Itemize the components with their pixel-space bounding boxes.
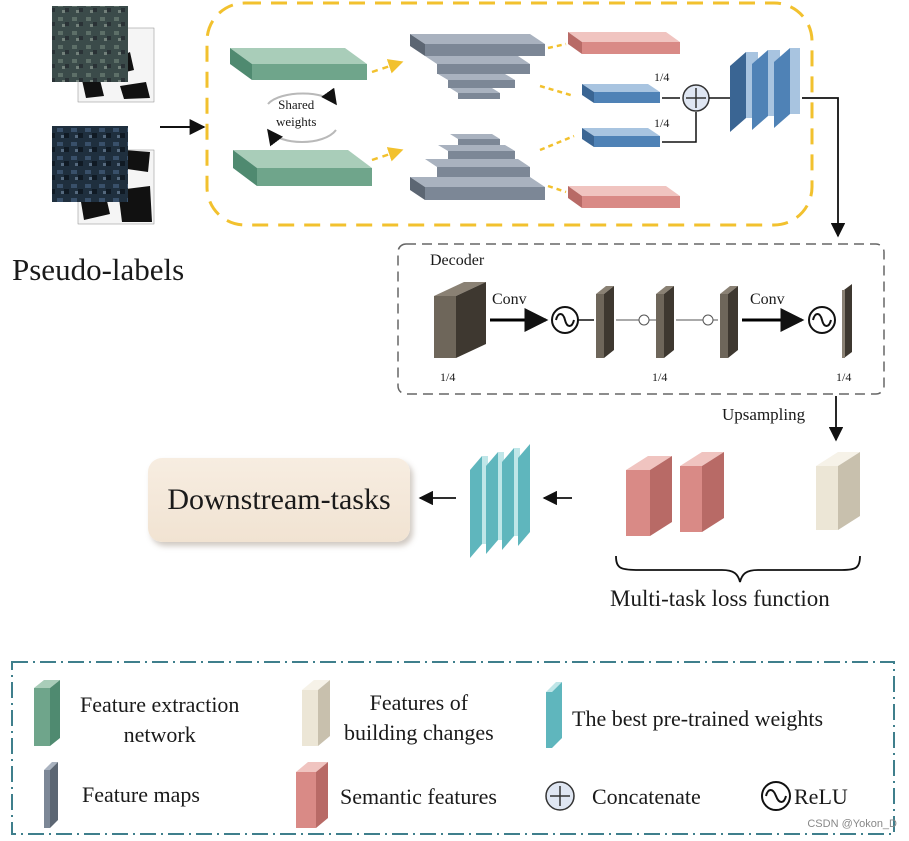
legend-concatenate: Concatenate [592, 784, 701, 809]
legend-feature-extraction-line1: Feature extraction [80, 692, 240, 717]
blue-slab-bottom [582, 128, 660, 147]
decoder-dashed-box [397, 243, 885, 395]
feature-pyramid-bottom [410, 134, 545, 200]
concat-line-2 [662, 112, 697, 143]
concatenate-node [682, 84, 710, 112]
downstream-tasks-label: Downstream-tasks [167, 483, 391, 516]
watermark: CSDN @Yokon_D [807, 818, 897, 830]
legend-feature-extraction-line2: network [123, 722, 196, 747]
quarter-label-bottom: 1/4 [654, 116, 670, 130]
shared-weights-line1: Shared [278, 97, 315, 112]
shared-weights-arc-top [267, 87, 337, 106]
encoder-dashed-box [205, 1, 814, 227]
conv-label-1: Conv [492, 291, 527, 308]
legend-feature-maps: Feature maps [82, 782, 200, 807]
legend-swatch-red [296, 762, 328, 828]
multi-task-loss-label: Multi-task loss function [610, 586, 830, 611]
quarter-label-decoder-3: 1/4 [836, 370, 852, 384]
legend-swatch-teal [546, 682, 562, 748]
encoder-slab-bottom [233, 150, 372, 186]
conv-label-2: Conv [750, 291, 785, 308]
legend-feature-extraction: Feature extraction network [80, 690, 239, 750]
relu-node-2 [808, 306, 836, 334]
pseudo-labels-label: Pseudo-labels [12, 252, 185, 287]
feature-pyramid-top [410, 34, 545, 99]
best-weights-stack [470, 444, 530, 558]
decoder-label: Decoder [430, 252, 485, 269]
decoder-block-large [434, 282, 486, 358]
yellow-arrow-4 [539, 84, 575, 98]
decoder-block-thin-1 [596, 286, 614, 358]
relu-node-1 [551, 306, 579, 334]
legend-swatch-beige [302, 680, 330, 746]
upsampling-label: Upsampling [722, 405, 806, 424]
shared-weights-arc-bottom [267, 128, 337, 147]
legend-building-changes: Features of building changes [344, 688, 494, 748]
quarter-label-top: 1/4 [654, 70, 670, 84]
legend-building-changes-line1: Features of [369, 690, 469, 715]
building-change-block [816, 452, 860, 530]
semantic-block-2 [680, 452, 724, 532]
loss-brace [615, 555, 861, 583]
legend-building-changes-line2: building changes [344, 720, 494, 745]
downstream-tasks-box: Downstream-tasks [148, 458, 410, 542]
legend-box [11, 661, 895, 835]
relu-node-small-2 [702, 314, 714, 326]
to-decoder-arrow [802, 97, 846, 238]
legend-concatenate-icon [545, 781, 575, 811]
shared-weights-line2: weights [276, 114, 317, 129]
yellow-arrow-2 [371, 147, 404, 162]
quarter-label-decoder-2: 1/4 [652, 370, 668, 384]
input-image-pair-2 [52, 126, 155, 225]
encoder-slab-top [230, 48, 367, 80]
legend-swatch-gray [44, 762, 58, 828]
input-image-pair-1 [52, 6, 155, 103]
yellow-arrow-1 [371, 59, 404, 74]
decoder-output-sliver [842, 284, 852, 358]
legend-semantic-features: Semantic features [340, 784, 497, 809]
legend-relu: ReLU [794, 784, 848, 809]
blue-feature-stack [730, 48, 800, 132]
shared-weights-label: Shared weights [276, 96, 316, 130]
legend-best-weights: The best pre-trained weights [572, 706, 824, 731]
legend-swatch-green [34, 680, 60, 746]
yellow-arrow-3 [547, 42, 567, 50]
yellow-arrow-6 [547, 184, 567, 194]
legend-relu-icon [761, 781, 791, 811]
semantic-block-1 [626, 456, 672, 536]
semantic-slab-bottom [568, 186, 680, 208]
blue-slab-top [582, 84, 660, 103]
yellow-arrow-5 [539, 134, 575, 152]
quarter-label-decoder-1: 1/4 [440, 370, 456, 384]
decoder-block-thin-3 [720, 286, 738, 358]
decoder-block-thin-2 [656, 286, 674, 358]
semantic-slab-top [568, 32, 680, 54]
relu-node-small-1 [638, 314, 650, 326]
